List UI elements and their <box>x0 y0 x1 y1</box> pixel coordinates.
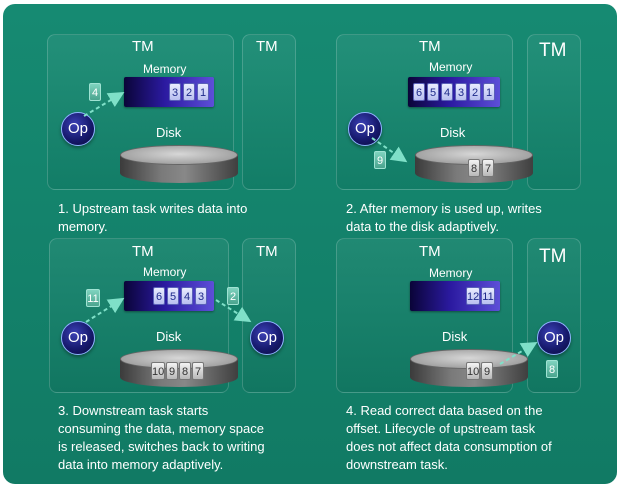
q4-tm-label: TM <box>419 243 441 260</box>
q2-tm-label: TM <box>419 38 441 55</box>
q4-consume-arrow <box>499 341 538 365</box>
q4-disk-cell: 10 <box>466 362 480 380</box>
q4-memory-cell: 11 <box>481 287 495 305</box>
q1-disk-label: Disk <box>156 125 182 140</box>
q2-tm-right-label: TM <box>539 40 567 61</box>
q3-incoming-data-block: 11 <box>86 289 100 307</box>
q3-memory-cell: 5 <box>167 287 179 305</box>
q2-disk-cell: 8 <box>468 159 480 177</box>
q1-memory-label: Memory <box>143 62 187 76</box>
q2-memory-cell: 5 <box>427 83 439 101</box>
q1-upstream-op: Op <box>61 112 95 146</box>
q3-disk-label: Disk <box>156 329 182 344</box>
q3-tm-label: TM <box>132 243 154 260</box>
q2-memory-cell: 2 <box>469 83 481 101</box>
q3-downstream-op: Op <box>250 321 284 355</box>
q3-outgoing-data-block: 2 <box>227 287 239 305</box>
q1-write-arrow <box>83 91 125 117</box>
q2-disk-cell: 7 <box>482 159 494 177</box>
q1-memory-cell: 1 <box>197 83 209 101</box>
q3-memory-label: Memory <box>143 265 187 279</box>
q2-memory-cell: 1 <box>483 83 495 101</box>
q3-memory-cell: 4 <box>181 287 193 305</box>
q2-disk-label: Disk <box>440 125 466 140</box>
q3-disk-cell: 7 <box>192 362 204 380</box>
q4-downstream-op: Op <box>537 321 571 355</box>
q3-disk-cell: 10 <box>151 362 165 380</box>
q3-disk <box>120 349 238 387</box>
q1-tm-right-label: TM <box>256 38 278 55</box>
q4-disk-label: Disk <box>442 329 468 344</box>
q2-caption: 2. After memory is used up, writes data … <box>346 201 542 234</box>
q3-memory-cell: 6 <box>153 287 165 305</box>
q2-memory-cell: 3 <box>455 83 467 101</box>
q3-caption: 3. Downstream task starts consuming the … <box>58 403 265 472</box>
q4-outgoing-data-block: 8 <box>546 360 558 378</box>
q3-tm-right-label: TM <box>256 243 278 260</box>
q2-upstream-op: Op <box>348 112 382 146</box>
q3-consume-arrow <box>215 299 252 323</box>
q2-memory-label: Memory <box>429 60 473 74</box>
q4-memory-label: Memory <box>429 266 473 280</box>
q2-incoming-data-block: 9 <box>374 151 386 169</box>
q1-incoming-data-block: 4 <box>89 83 101 101</box>
q1-downstream-tm-panel <box>242 34 296 190</box>
q1-memory-cell: 2 <box>183 83 195 101</box>
q1-caption: 1. Upstream task writes data into memory… <box>58 201 248 234</box>
q1-memory-cell: 3 <box>169 83 181 101</box>
q4-disk-cell: 9 <box>481 362 493 380</box>
q2-memory-cell: 4 <box>441 83 453 101</box>
q2-downstream-tm-panel <box>527 34 581 190</box>
q1-disk <box>120 145 238 183</box>
q3-disk-cell: 8 <box>179 362 191 380</box>
q3-write-arrow <box>85 297 125 323</box>
q4-caption: 4. Read correct data based on the offset… <box>346 403 552 472</box>
q4-tm-right-label: TM <box>539 246 567 267</box>
q3-disk-cell: 9 <box>166 362 178 380</box>
q1-tm-label: TM <box>132 38 154 55</box>
q3-upstream-op: Op <box>61 321 95 355</box>
q2-memory-cell: 6 <box>413 83 425 101</box>
diagram-board <box>3 4 617 484</box>
q3-memory-cell: 3 <box>195 287 207 305</box>
q2-write-arrow <box>371 137 408 163</box>
q4-memory-cell: 12 <box>466 287 480 305</box>
